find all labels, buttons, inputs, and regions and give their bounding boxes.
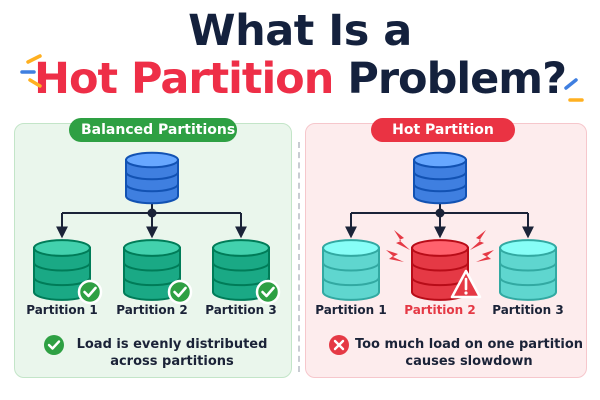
database-icon-hot-partition-1 — [322, 239, 380, 301]
hot-partition-1-label: Partition 1 — [315, 303, 387, 317]
lightning-icon-left — [394, 230, 410, 250]
lightning-icon-right-2 — [476, 250, 494, 262]
hot-caption-line-2: causes slowdown — [405, 354, 533, 369]
balanced-partition-2-label: Partition 2 — [116, 303, 188, 317]
check-icon-3 — [255, 279, 281, 305]
x-icon-caption — [329, 335, 349, 355]
sparkle-icon-right — [564, 78, 584, 102]
database-icon-source-hot — [413, 151, 467, 205]
hot-junction-dot — [435, 208, 445, 218]
balanced-partition-1-label: Partition 1 — [26, 303, 98, 317]
warning-icon — [450, 269, 482, 299]
hot-header-badge: Hot Partition — [371, 118, 515, 142]
balanced-junction-dot — [147, 208, 157, 218]
balanced-header-badge: Balanced Partitions — [69, 118, 237, 142]
title-line-2: Hot Partition Problem? — [0, 54, 600, 104]
database-icon-hot-partition-3 — [499, 239, 557, 301]
database-icon-source-balanced — [125, 151, 179, 205]
title-line-1: What Is a — [188, 6, 412, 56]
title-hot-partition: Hot Partition — [33, 54, 334, 104]
title-problem: Problem? — [347, 54, 567, 104]
database-icon-hot-partition-2 — [411, 239, 469, 301]
hot-partition-2-label: Partition 2 — [404, 303, 476, 317]
sparkle-icon-left — [20, 54, 42, 88]
balanced-partition-3-label: Partition 3 — [205, 303, 277, 317]
lightning-icon-left-2 — [386, 250, 404, 262]
hot-partition-3-label: Partition 3 — [492, 303, 564, 317]
database-icon-balanced-partition-1 — [33, 239, 91, 301]
hot-caption-line-1: Too much load on one partition — [354, 337, 584, 352]
hot-caption: Too much load on one partition causes sl… — [354, 336, 584, 370]
check-icon-caption — [44, 335, 64, 355]
balanced-caption: Load is evenly distributed across partit… — [62, 336, 282, 370]
panel-divider — [298, 142, 300, 372]
balanced-caption-line-1: Load is evenly distributed — [76, 337, 268, 352]
database-icon-balanced-partition-3 — [212, 239, 270, 301]
lightning-icon-right — [470, 230, 486, 250]
balanced-caption-line-2: across partitions — [110, 354, 234, 369]
check-icon-2 — [167, 279, 193, 305]
check-icon-1 — [77, 279, 103, 305]
